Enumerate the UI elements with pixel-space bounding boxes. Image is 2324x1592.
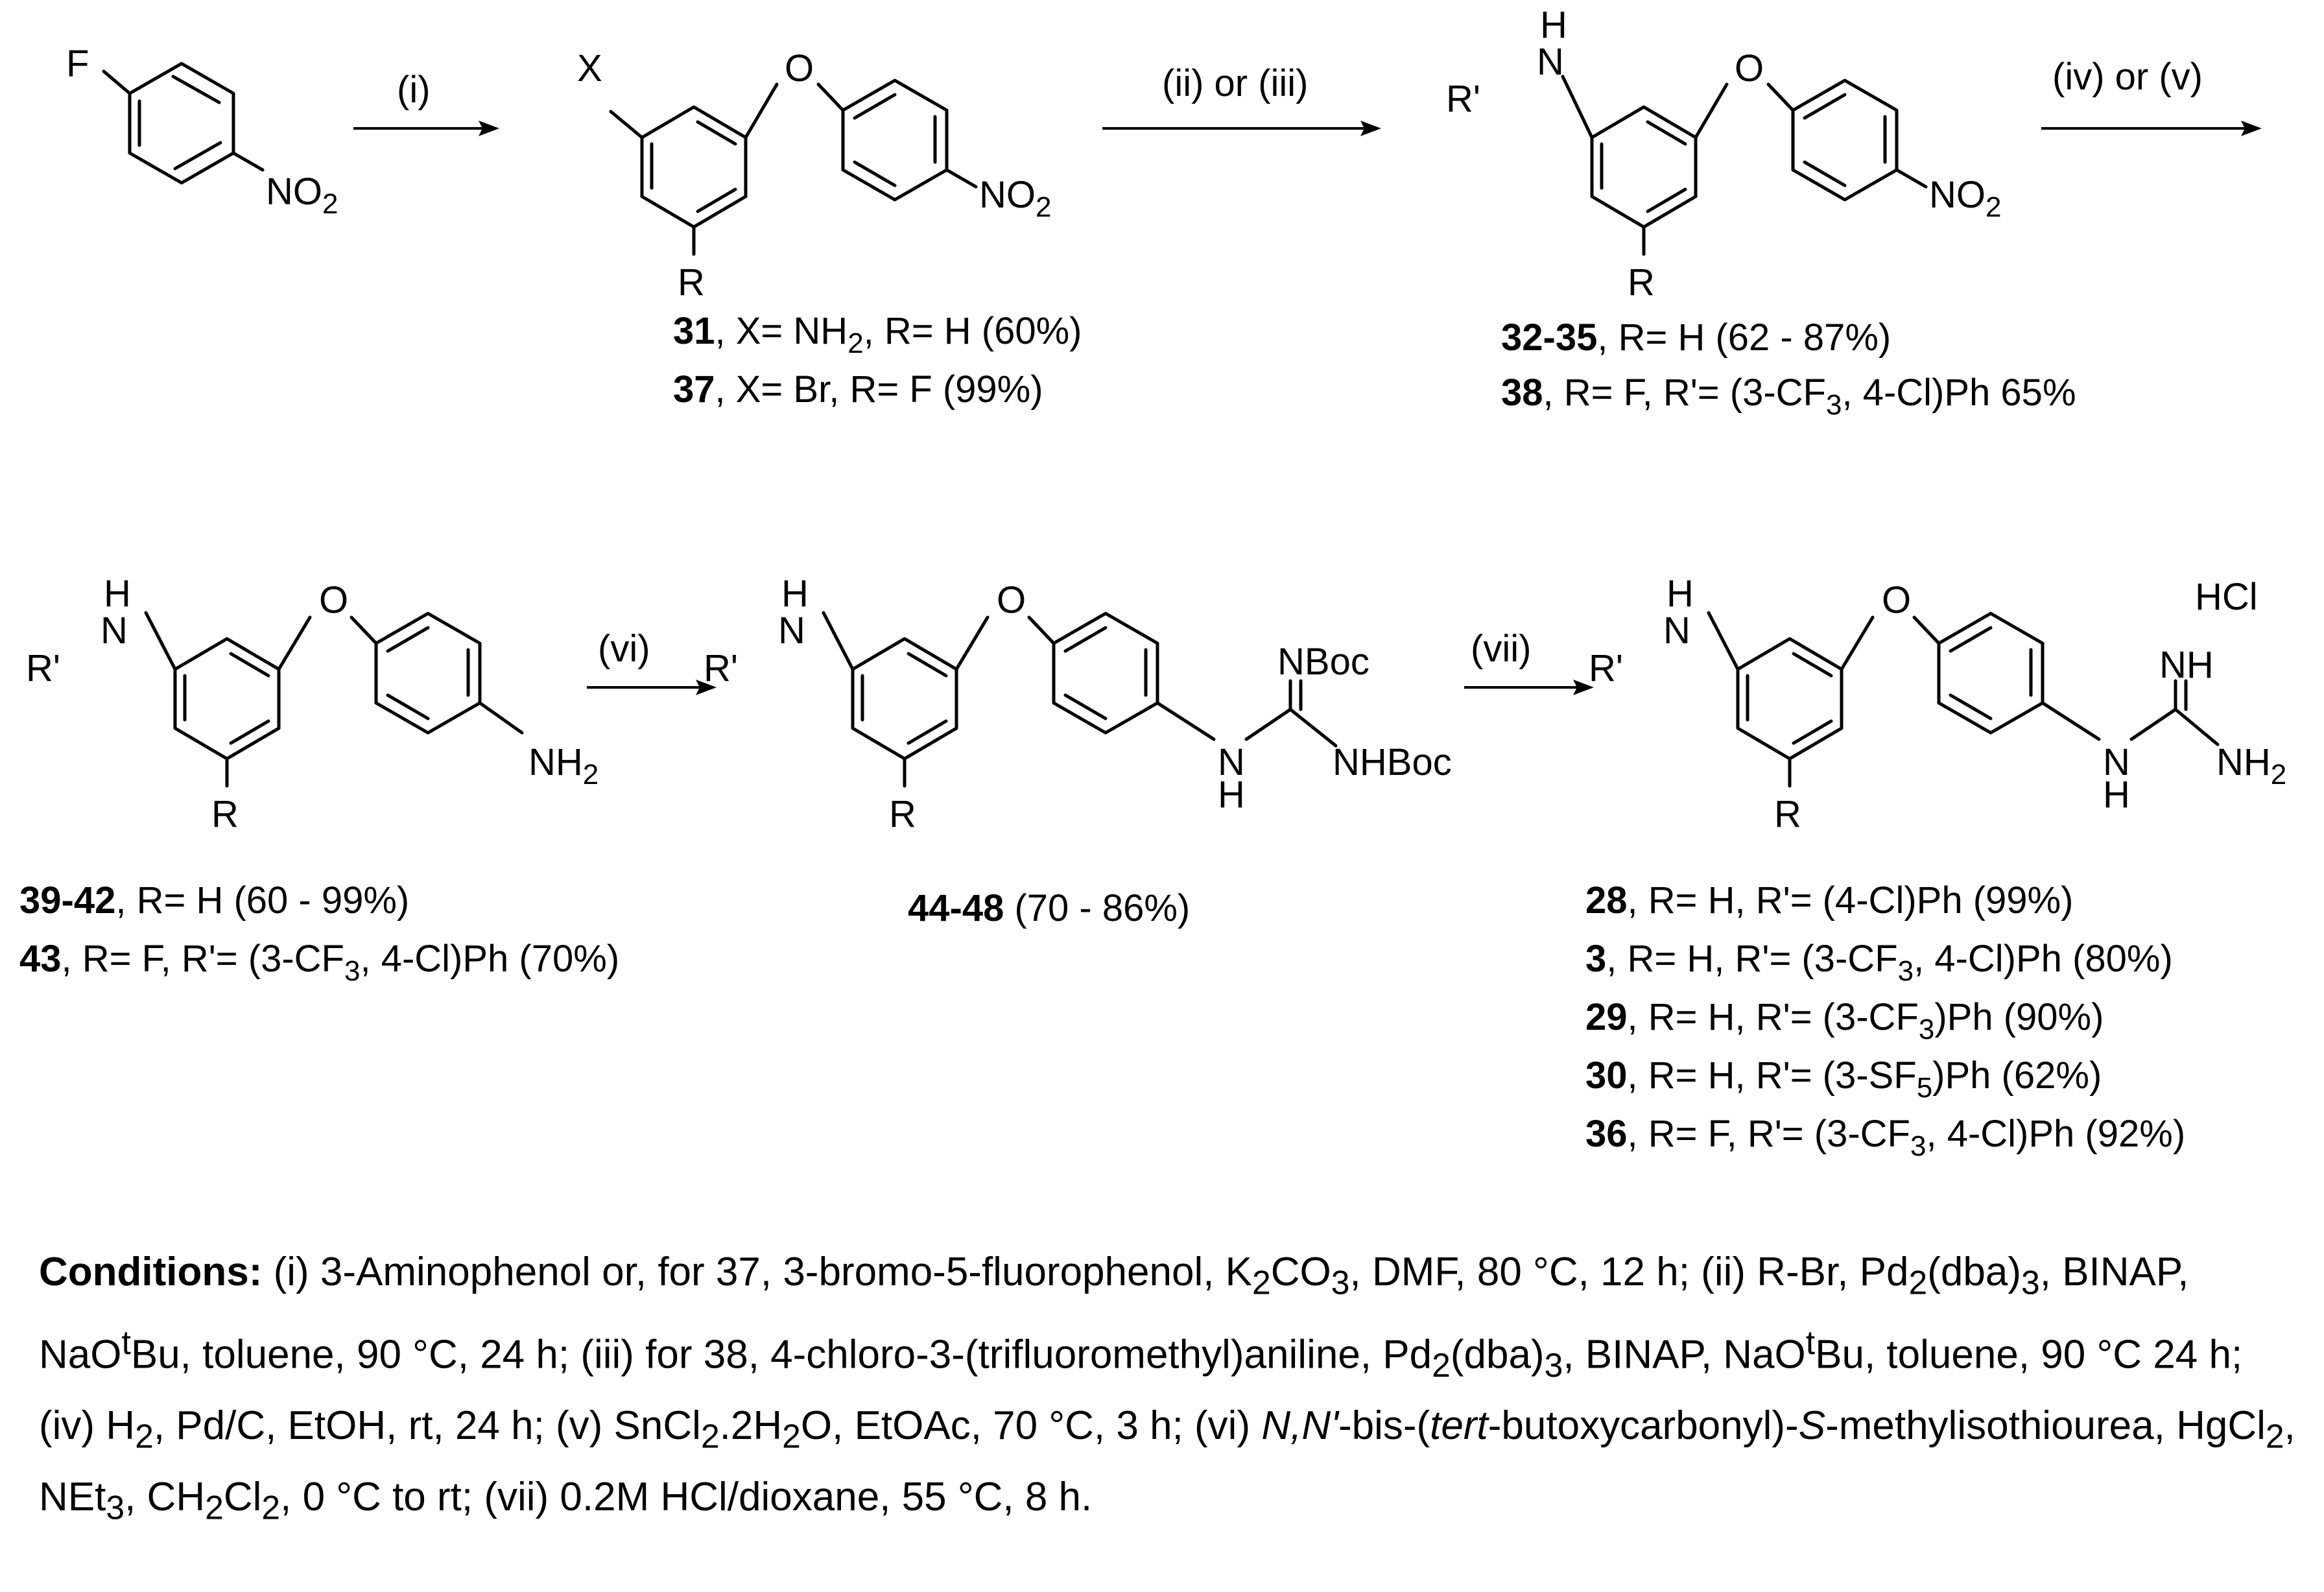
hcl-salt: HCl	[2195, 576, 2258, 618]
label-compound-43: 43, R= F, R'= (3-CF3, 4-Cl)Ph (70%)	[19, 938, 619, 987]
structure-nitrophenyl-ether-31-37: X O NO2 R	[577, 47, 1051, 303]
nitro-group: NO2	[1929, 174, 2001, 223]
label-compound-29: 29, R= H, R'= (3-CF3)Ph (90%)	[1585, 996, 2104, 1045]
x-substituent: X	[577, 47, 602, 89]
ether-oxygen: O	[997, 579, 1026, 621]
arrow-step-vii: (vii)	[1464, 628, 1594, 695]
amine-hydrogen: H	[1666, 573, 1694, 615]
structure-4-fluoronitrobenzene: F NO2	[66, 43, 338, 220]
r-prime-substituent: R'	[1589, 647, 1623, 689]
amine-hydrogen: H	[1540, 4, 1567, 46]
arrowhead	[696, 680, 717, 695]
nitro-group: NO2	[979, 174, 1051, 223]
ether-oxygen: O	[1735, 47, 1764, 89]
imine-group: NH	[2159, 644, 2214, 686]
arrow-label-ii-iii: (ii) or (iii)	[1162, 62, 1309, 104]
label-compounds-44-48: 44-48 (70 - 86%)	[908, 887, 1190, 929]
guanidine-nitrogen: N	[2103, 741, 2130, 783]
nboc-group: NBoc	[1277, 641, 1370, 683]
nhboc-group: NHBoc	[1333, 741, 1452, 783]
label-compound-3: 3, R= H, R'= (3-CF3, 4-Cl)Ph (80%)	[1585, 938, 2173, 987]
r-substituent: R	[1628, 261, 1655, 303]
guanidine-nitrogen: N	[1218, 741, 1245, 783]
amine-hydrogen: H	[104, 573, 131, 615]
amine-nitrogen: N	[101, 610, 128, 652]
arrowhead	[479, 121, 499, 136]
arrow-label-vii: (vii)	[1471, 628, 1531, 670]
label-compounds-32-35: 32-35, R= H (62 - 87%)	[1501, 316, 1891, 359]
structure-guanidine-hcl-final: H N R' O HCl NH N H NH2 R	[1589, 573, 2286, 835]
arrow-step-i: (i)	[353, 69, 499, 136]
amine-nitrogen: N	[1537, 41, 1564, 83]
arrow-label-iv-v: (iv) or (v)	[2052, 56, 2203, 98]
structure-aminophenyl-ether-32-38: H N R' O NO2 R	[1446, 4, 2001, 303]
label-compound-38: 38, R= F, R'= (3-CF3, 4-Cl)Ph 65%	[1501, 372, 2076, 421]
arrow-step-vi: (vi)	[587, 628, 717, 695]
r-prime-substituent: R'	[26, 647, 60, 689]
reaction-conditions: Conditions: (i) 3-Aminophenol or, for 37…	[39, 1250, 2295, 1527]
label-compound-36: 36, R= F, R'= (3-CF3, 4-Cl)Ph (92%)	[1585, 1113, 2185, 1162]
arrow-label-i: (i)	[397, 69, 431, 111]
label-compound-37: 37, X= Br, R= F (99%)	[673, 368, 1043, 410]
guanidine-hydrogen: H	[1218, 774, 1245, 816]
structure-dianiline-ether-39-43: H N R' O NH2 R	[26, 573, 599, 835]
ether-oxygen: O	[1882, 579, 1911, 621]
arrowhead	[1360, 121, 1381, 136]
amine-nitrogen: N	[1663, 610, 1690, 652]
r-substituent: R	[678, 261, 705, 303]
conditions-title: Conditions:	[39, 1250, 263, 1294]
r-substituent: R	[1774, 793, 1801, 835]
r-prime-substituent: R'	[704, 647, 738, 689]
r-prime-substituent: R'	[1446, 78, 1480, 120]
arrow-step-ii-iii: (ii) or (iii)	[1102, 62, 1381, 136]
arrow-label-vi: (vi)	[598, 628, 650, 670]
fluorine-atom: F	[66, 43, 89, 85]
arrowhead	[1573, 680, 1594, 695]
label-compound-28: 28, R= H, R'= (4-Cl)Ph (99%)	[1585, 879, 2073, 921]
structure-boc-guanidine-44-48: H N R' O NBoc NHBoc N H R	[704, 573, 1452, 835]
label-compound-31: 31, X= NH2, R= H (60%)	[673, 310, 1082, 359]
amine-nitrogen: N	[778, 610, 805, 652]
label-compound-30: 30, R= H, R'= (3-SF5)Ph (62%)	[1585, 1054, 2102, 1104]
arrow-step-iv-v: (iv) or (v)	[2041, 56, 2262, 136]
label-compounds-39-42: 39-42, R= H (60 - 99%)	[19, 879, 409, 921]
amine-hydrogen: H	[781, 573, 809, 615]
guanidine-hydrogen: H	[2103, 774, 2130, 816]
r-substituent: R	[211, 793, 239, 835]
ether-oxygen: O	[785, 47, 814, 89]
nitro-group: NO2	[266, 171, 338, 220]
reaction-scheme: F NO2 (i) X O NO2 R (ii) or (iii)	[19, 4, 2286, 1162]
arrowhead	[2241, 121, 2262, 136]
ether-oxygen: O	[319, 579, 348, 621]
amino-group: NH2	[528, 741, 599, 790]
amino-group: NH2	[2216, 741, 2286, 790]
r-substituent: R	[889, 793, 916, 835]
